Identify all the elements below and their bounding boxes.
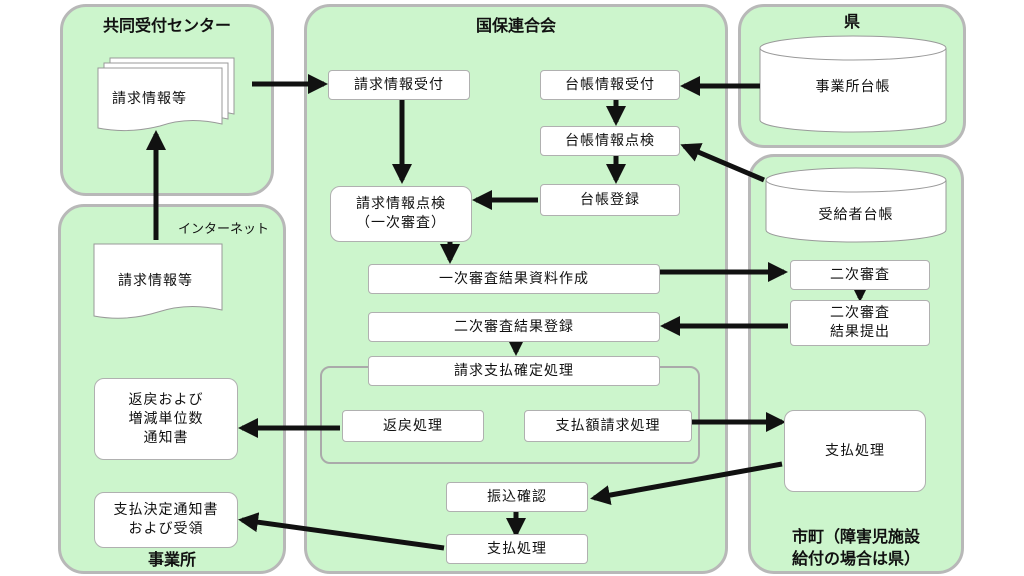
- primary-review-result-preparation: 一次審査結果資料作成: [368, 264, 660, 294]
- return-processing: 返戻処理: [342, 410, 484, 442]
- municipality-database-label: 受給者台帳: [818, 207, 894, 223]
- business-office-title: 事業所: [147, 550, 196, 569]
- center-title: 共同受付センター: [102, 16, 231, 35]
- payment-decision-notice-and-receipt: 支払決定通知書 および受領: [94, 492, 238, 548]
- ledger-info-check: 台帳情報点検: [540, 126, 680, 156]
- internet-label: インターネット: [178, 222, 270, 237]
- ledger-info-reception: 台帳情報受付: [540, 70, 680, 100]
- payment-processing-municipality: 支払処理: [784, 410, 926, 492]
- kokuho-title: 国保連合会: [475, 16, 556, 35]
- claim-info-check-primary-review: 請求情報点検 （一次審査）: [330, 186, 472, 242]
- transfer-confirmation: 振込確認: [446, 482, 588, 512]
- secondary-review-result-registration: 二次審査結果登録: [368, 312, 660, 342]
- claim-payment-settlement: 請求支払確定処理: [368, 356, 660, 386]
- claim-info-reception: 請求情報受付: [328, 70, 470, 100]
- municipality-title-line2: 給付の場合は県）: [791, 549, 920, 568]
- center-document-label: 請求情報等: [112, 91, 187, 107]
- payment-processing-kokuho: 支払処理: [446, 534, 588, 564]
- business-office-document-label: 請求情報等: [118, 273, 193, 289]
- return-and-unit-change-notice: 返戻および 増減単位数 通知書: [94, 378, 238, 460]
- prefecture-title: 県: [843, 12, 860, 31]
- ledger-registration: 台帳登録: [540, 184, 680, 216]
- prefecture-database-label: 事業所台帳: [815, 79, 891, 95]
- secondary-review: 二次審査: [790, 260, 930, 290]
- secondary-review-result-submission: 二次審査 結果提出: [790, 300, 930, 346]
- municipality-title-line1: 市町（障害児施設: [791, 527, 920, 546]
- payment-amount-claim-processing: 支払額請求処理: [524, 410, 692, 442]
